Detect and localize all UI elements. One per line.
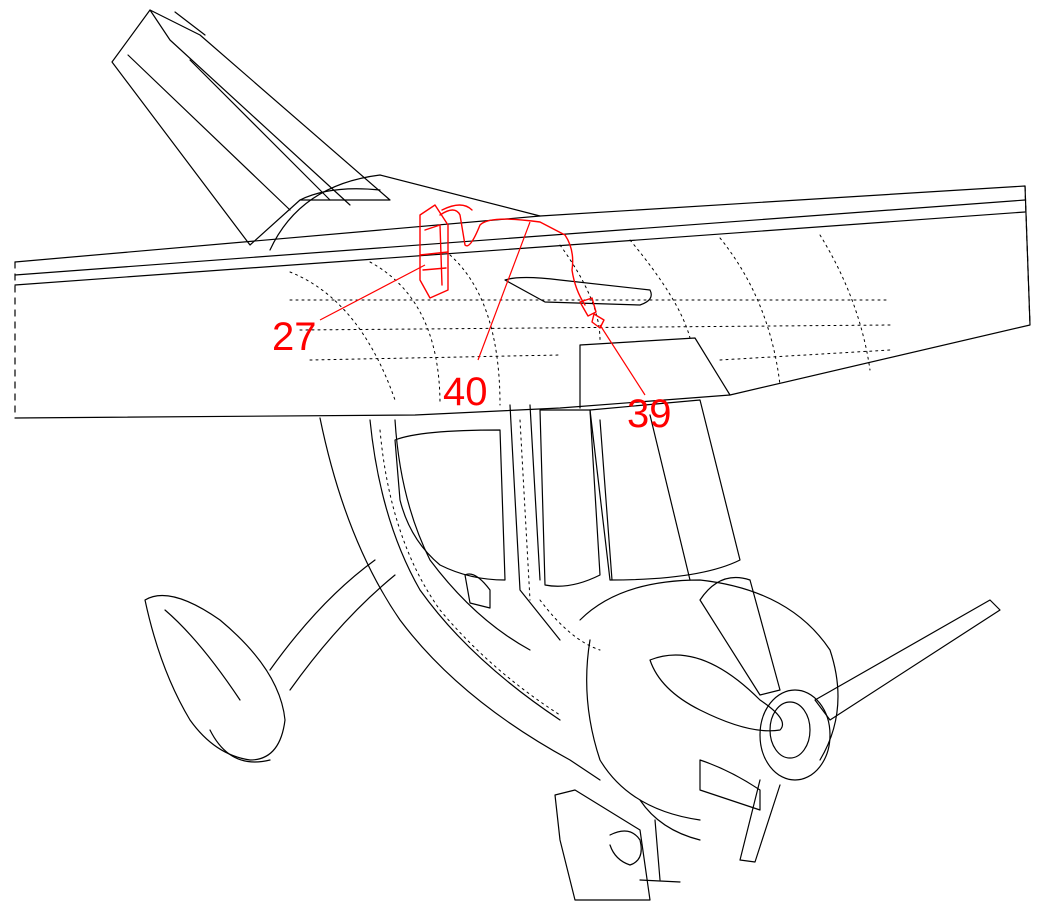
main-wing [14, 185, 1031, 419]
callout-label-40: 40 [443, 370, 488, 414]
cabin-roof [269, 174, 541, 251]
highlighted-unit-27 [419, 204, 449, 299]
leader-line-27 [319, 264, 426, 321]
fuselage [319, 399, 741, 781]
nose-landing-gear [554, 789, 681, 901]
main-landing-gear [144, 559, 396, 763]
highlighted-cable-40 [439, 204, 586, 306]
propeller [649, 576, 1001, 863]
engine-cowling [579, 579, 839, 841]
leader-line-40 [477, 221, 531, 361]
leader-line-39 [599, 324, 646, 396]
highlighted-connector-39 [579, 297, 605, 329]
far-wing [111, 9, 391, 246]
callout-label-27: 27 [272, 315, 317, 359]
callout-label-39: 39 [627, 392, 672, 436]
